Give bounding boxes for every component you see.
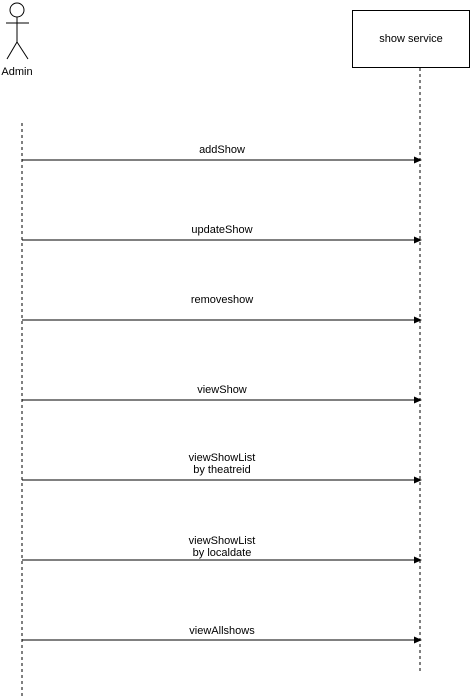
show-service-participant: show service (352, 10, 470, 68)
message-label-line: viewAllshows (189, 625, 255, 637)
message-label-view-all-shows: viewAllshows (22, 625, 422, 637)
message-label-view-show-list-theatre: viewShowList by theatreid (22, 452, 422, 476)
message-label-view-show: viewShow (22, 384, 422, 396)
message-label-remove-show: removeshow (22, 294, 422, 306)
message-label-line: viewShow (197, 384, 247, 396)
message-label-line: viewShowList (188, 452, 256, 464)
message-label-line: by localdate (192, 547, 252, 559)
message-label-line: by theatreid (193, 464, 251, 476)
message-label-line: viewShowList (188, 535, 256, 547)
admin-actor-label: Admin (1, 66, 33, 78)
message-label-line: removeshow (190, 294, 254, 306)
message-label-update-show: updateShow (22, 224, 422, 236)
message-label-add-show: addShow (22, 144, 422, 156)
message-label-view-show-list-date: viewShowList by localdate (22, 535, 422, 559)
message-label-line: addShow (199, 144, 245, 156)
message-label-line: updateShow (191, 224, 253, 236)
admin-actor-icon (6, 2, 29, 60)
show-service-label: show service (379, 33, 443, 45)
message-arrows (22, 156, 422, 644)
